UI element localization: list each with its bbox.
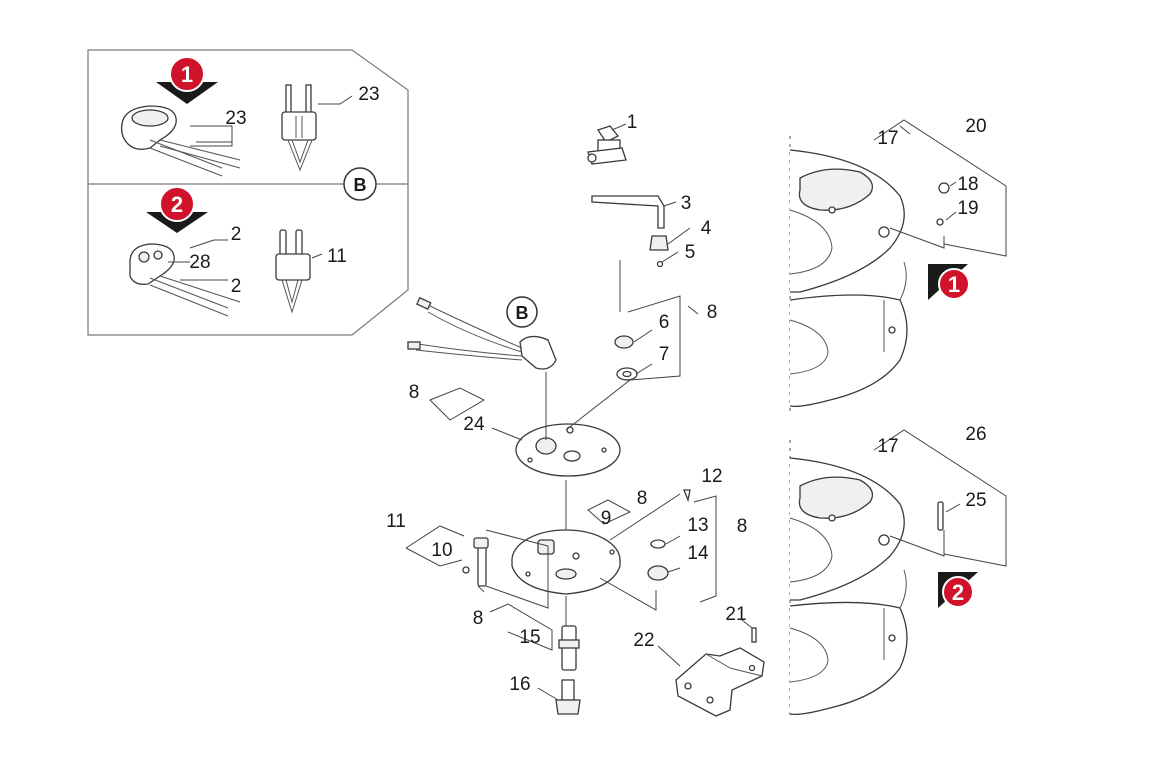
screw-part (936, 218, 944, 226)
callout-8: 8 (637, 488, 648, 509)
callout-1: 1 (627, 112, 638, 133)
variant-2-badge: 2 (938, 572, 978, 608)
callout-24: 24 (463, 414, 485, 435)
screw-part (683, 489, 691, 503)
callout-12: 12 (701, 466, 722, 487)
variant-1-badge: 1 (156, 56, 218, 104)
svg-text:B: B (516, 303, 529, 323)
electrode-cap-part (129, 243, 241, 317)
callout-2: 2 (231, 276, 242, 297)
callout-22: 22 (633, 630, 654, 651)
inset-panel: 1 2 (87, 49, 409, 336)
right-housings: 1 2 17 20 18 19 17 26 25 (789, 116, 1007, 716)
bracket-part (675, 627, 765, 717)
view-marker-b: B (343, 167, 377, 201)
center-assembly: B (386, 112, 765, 717)
callout-18: 18 (957, 174, 978, 195)
callout-8: 8 (409, 382, 420, 403)
callout-23: 23 (225, 108, 246, 129)
washer-part (616, 367, 638, 381)
callout-11: 11 (327, 246, 347, 267)
electrode-rod-part (462, 537, 489, 593)
fan-housing-part (789, 457, 908, 716)
callout-28: 28 (189, 252, 210, 273)
callout-26: 26 (965, 424, 986, 445)
svg-text:1: 1 (181, 62, 193, 87)
lower-plate-part (511, 529, 621, 595)
callout-15: 15 (519, 627, 540, 648)
callout-21: 21 (725, 604, 746, 625)
upper-plate-part (515, 423, 621, 477)
ignition-electrode-part (275, 229, 311, 314)
valve-part (587, 125, 627, 165)
svg-text:2: 2 (171, 192, 183, 217)
callout-8: 8 (473, 608, 484, 629)
callout-14: 14 (687, 543, 709, 564)
svg-text:1: 1 (948, 272, 960, 297)
callout-9: 9 (601, 508, 612, 529)
callout-3: 3 (681, 193, 692, 214)
ignition-electrode-part (281, 84, 317, 172)
callout-17: 17 (877, 436, 898, 457)
svg-text:2: 2 (952, 580, 964, 605)
fan-housing-part (789, 149, 908, 408)
callout-8: 8 (737, 516, 748, 537)
callout-7: 7 (659, 344, 670, 365)
seal-part (647, 565, 669, 581)
callout-19: 19 (957, 198, 978, 219)
callout-25: 25 (965, 490, 986, 511)
variant-1-badge: 1 (928, 264, 970, 300)
hex-nut-part (614, 335, 634, 349)
fitting-part (555, 679, 581, 715)
callout-20: 20 (965, 116, 986, 137)
cable-assembly-part (407, 296, 557, 370)
ring-part (650, 539, 666, 549)
callout-13: 13 (687, 515, 708, 536)
callout-10: 10 (431, 540, 452, 561)
callout-11: 11 (386, 511, 406, 532)
callout-2: 2 (231, 224, 242, 245)
callout-16: 16 (509, 674, 530, 695)
callout-8: 8 (707, 302, 718, 323)
callout-5: 5 (685, 242, 696, 263)
variant-2-badge: 2 (146, 186, 208, 233)
nozzle-part (558, 625, 580, 671)
svg-text:B: B (354, 175, 367, 195)
callout-4: 4 (701, 218, 712, 239)
nut-part (649, 235, 669, 251)
callout-23: 23 (358, 84, 379, 105)
electrode-cap-part (120, 105, 241, 177)
view-marker-b: B (506, 296, 538, 328)
callout-17: 17 (877, 128, 898, 149)
callout-6: 6 (659, 312, 670, 333)
washer-part (938, 182, 950, 194)
bolt-part (937, 501, 944, 531)
bent-tube-part (591, 195, 665, 229)
pin-part (656, 260, 664, 268)
